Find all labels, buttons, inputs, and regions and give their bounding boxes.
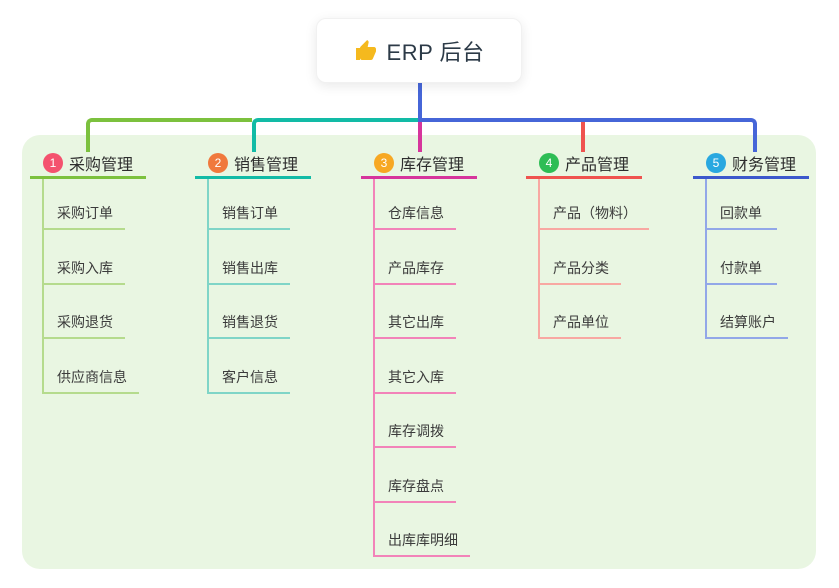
child-node[interactable]: 销售退货 (209, 285, 290, 339)
child-label: 产品单位 (553, 314, 609, 330)
branch-title-node[interactable]: 3 库存管理 (361, 150, 477, 179)
child-node[interactable]: 产品单位 (540, 285, 621, 339)
branch-number-badge: 4 (539, 153, 559, 173)
child-node[interactable]: 销售订单 (209, 179, 290, 230)
child-label: 库存调拨 (388, 423, 444, 439)
child-label: 销售订单 (222, 205, 278, 221)
branch-title-label: 采购管理 (69, 157, 134, 174)
child-node[interactable]: 客户信息 (209, 339, 290, 394)
child-node[interactable]: 产品库存 (375, 230, 456, 285)
child-label: 出库库明细 (388, 532, 458, 548)
child-node[interactable]: 其它出库 (375, 285, 456, 339)
child-node[interactable]: 出库库明细 (375, 503, 470, 557)
child-node[interactable]: 产品（物料） (540, 179, 649, 230)
child-node[interactable]: 供应商信息 (44, 339, 139, 394)
child-label: 库存盘点 (388, 477, 444, 494)
branch-children: 采购订单 采购入库 采购退货 供应商信息 (42, 179, 139, 394)
child-label: 采购订单 (57, 205, 113, 221)
branch-number-badge: 1 (43, 153, 63, 173)
branch-title-node[interactable]: 5 财务管理 (693, 150, 809, 179)
child-label: 产品（物料） (553, 205, 637, 221)
branch-finance-management: 5 财务管理 回款单 付款单 结算账户 (693, 150, 809, 339)
mindmap-background-panel (22, 135, 816, 569)
branch-number-badge: 2 (208, 153, 228, 173)
child-node[interactable]: 采购退货 (44, 285, 125, 339)
child-label: 销售出库 (222, 259, 278, 276)
root-connector-line (418, 83, 422, 122)
child-label: 结算账户 (720, 314, 776, 330)
child-label: 客户信息 (222, 368, 278, 385)
branch-title-label: 库存管理 (400, 157, 465, 174)
connector-branch-1 (86, 118, 252, 152)
child-label: 回款单 (720, 205, 762, 221)
child-node[interactable]: 产品分类 (540, 230, 621, 285)
branch-product-management: 4 产品管理 产品（物料） 产品分类 产品单位 (526, 150, 649, 339)
branch-title-label: 产品管理 (565, 157, 630, 174)
branch-children: 回款单 付款单 结算账户 (705, 179, 788, 339)
branch-children: 产品（物料） 产品分类 产品单位 (538, 179, 649, 339)
branch-sales-management: 2 销售管理 销售订单 销售出库 销售退货 客户信息 (195, 150, 311, 394)
branch-title-label: 销售管理 (234, 157, 299, 174)
child-label: 销售退货 (222, 314, 278, 330)
child-node[interactable]: 回款单 (707, 179, 777, 230)
root-label: ERP 后台 (386, 39, 485, 65)
child-node[interactable]: 销售出库 (209, 230, 290, 285)
child-label: 产品库存 (388, 259, 444, 276)
child-label: 采购入库 (57, 259, 113, 276)
branch-number-badge: 3 (374, 153, 394, 173)
branch-number-badge: 5 (706, 153, 726, 173)
branch-inventory-management: 3 库存管理 仓库信息 产品库存 其它出库 其它入库 库存调拨 库存盘点 出库库… (361, 150, 477, 557)
branch-title-label: 财务管理 (732, 157, 797, 174)
branch-purchase-management: 1 采购管理 采购订单 采购入库 采购退货 供应商信息 (30, 150, 146, 394)
child-label: 其它入库 (388, 368, 444, 385)
child-node[interactable]: 付款单 (707, 230, 777, 285)
branch-children: 仓库信息 产品库存 其它出库 其它入库 库存调拨 库存盘点 出库库明细 (373, 179, 470, 557)
child-label: 产品分类 (553, 259, 609, 276)
child-label: 供应商信息 (57, 368, 127, 385)
child-label: 仓库信息 (388, 205, 444, 221)
child-node[interactable]: 采购订单 (44, 179, 125, 230)
connector-branch-4 (581, 122, 585, 152)
connector-branch-3 (418, 122, 422, 152)
child-label: 付款单 (720, 259, 762, 276)
child-node[interactable]: 库存调拨 (375, 394, 456, 448)
child-label: 采购退货 (57, 314, 113, 330)
child-node[interactable]: 采购入库 (44, 230, 125, 285)
child-node[interactable]: 仓库信息 (375, 179, 456, 230)
child-node[interactable]: 其它入库 (375, 339, 456, 394)
thumbs-up-icon (355, 39, 376, 60)
branch-title-node[interactable]: 4 产品管理 (526, 150, 642, 179)
branch-children: 销售订单 销售出库 销售退货 客户信息 (207, 179, 290, 394)
child-label: 其它出库 (388, 314, 444, 330)
root-node[interactable]: ERP 后台 (316, 18, 522, 83)
connector-branch-2 (252, 118, 420, 152)
child-node[interactable]: 结算账户 (707, 285, 788, 339)
branch-title-node[interactable]: 2 销售管理 (195, 150, 311, 179)
child-node[interactable]: 库存盘点 (375, 448, 456, 503)
connector-branch-5 (420, 118, 757, 152)
branch-title-node[interactable]: 1 采购管理 (30, 150, 146, 179)
